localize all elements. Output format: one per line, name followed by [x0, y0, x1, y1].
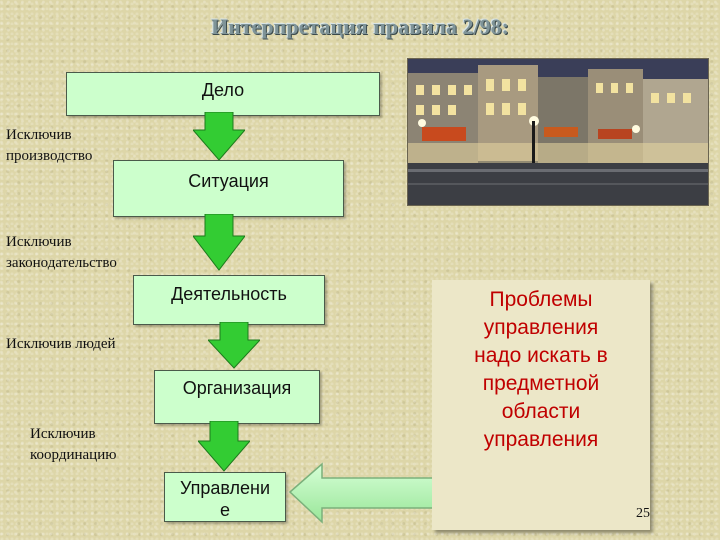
flow-box-delo: Дело — [66, 72, 380, 116]
flow-box-upravlenie-label: Управлени е — [179, 478, 271, 520]
flow-box-situatsiya: Ситуация — [113, 160, 344, 217]
night-city-street-photo — [407, 58, 709, 206]
callout-line: управления — [483, 316, 599, 339]
callout-line: области — [501, 400, 581, 423]
down-arrow-icon — [208, 322, 260, 369]
callout-note: Проблемы управления надо искать в предме… — [432, 280, 650, 530]
flow-box-deyatelnost-label: Деятельность — [171, 284, 287, 304]
page-number: 25 — [636, 506, 650, 521]
flow-box-upravlenie: Управлени е — [164, 472, 286, 522]
callout-line: предметной — [482, 372, 600, 395]
flow-box-organizatsiya: Организация — [154, 370, 320, 424]
flow-box-deyatelnost: Деятельность — [133, 275, 325, 325]
left-arrow-icon — [288, 462, 437, 524]
down-arrow-icon — [198, 421, 250, 472]
flow-box-organizatsiya-label: Организация — [182, 378, 292, 398]
slide-title: Интерпретация правила 2/98: — [211, 14, 509, 39]
flow-box-delo-label: Дело — [201, 80, 245, 100]
label-exclude-production: Исключив производство — [6, 127, 93, 164]
callout-line: надо искать в — [474, 344, 608, 367]
down-arrow-icon — [193, 214, 245, 271]
callout-line: управления — [483, 428, 599, 451]
label-exclude-coordination: Исключив координацию — [30, 426, 117, 463]
label-exclude-people: Исключив людей — [6, 336, 116, 352]
callout-line: Проблемы — [489, 288, 593, 311]
down-arrow-icon — [193, 112, 245, 161]
label-exclude-legislation: Исключив законодательство — [6, 234, 117, 271]
flow-box-situatsiya-label: Ситуация — [188, 171, 269, 191]
